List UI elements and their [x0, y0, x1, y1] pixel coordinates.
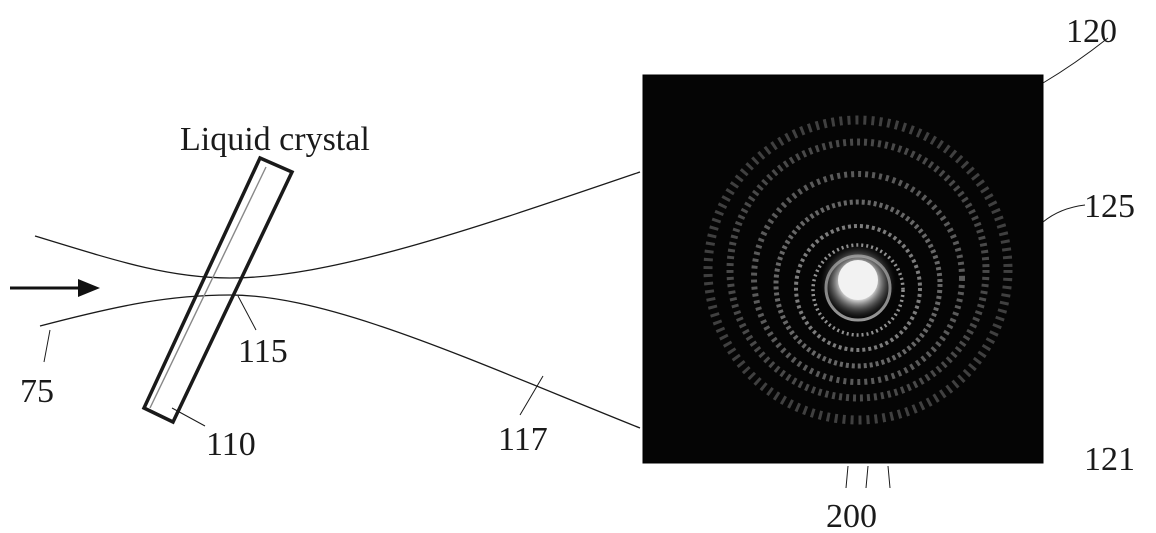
liquid-crystal-cell — [141, 155, 295, 425]
leader-110 — [171, 407, 206, 427]
beam-lower-curve — [39, 294, 641, 429]
label-125: 125 — [1084, 188, 1135, 225]
label-120: 120 — [1066, 13, 1117, 50]
label-115: 115 — [238, 333, 288, 370]
diffraction-screen — [642, 74, 1044, 464]
leader-120 — [1042, 37, 1109, 84]
label-110: 110 — [206, 426, 256, 463]
leader-75 — [43, 329, 51, 363]
input-arrow — [10, 279, 100, 297]
leader-117 — [519, 375, 544, 416]
leader-125 — [1042, 204, 1086, 223]
label-75: 75 — [20, 373, 54, 410]
label-121: 121 — [1084, 441, 1135, 478]
leader-115 — [237, 295, 257, 331]
leader-200 — [845, 465, 891, 489]
label-200: 200 — [826, 498, 877, 533]
label-liquid-crystal: Liquid crystal — [180, 121, 370, 158]
beam-upper-curve — [34, 171, 641, 279]
label-117: 117 — [498, 421, 548, 458]
